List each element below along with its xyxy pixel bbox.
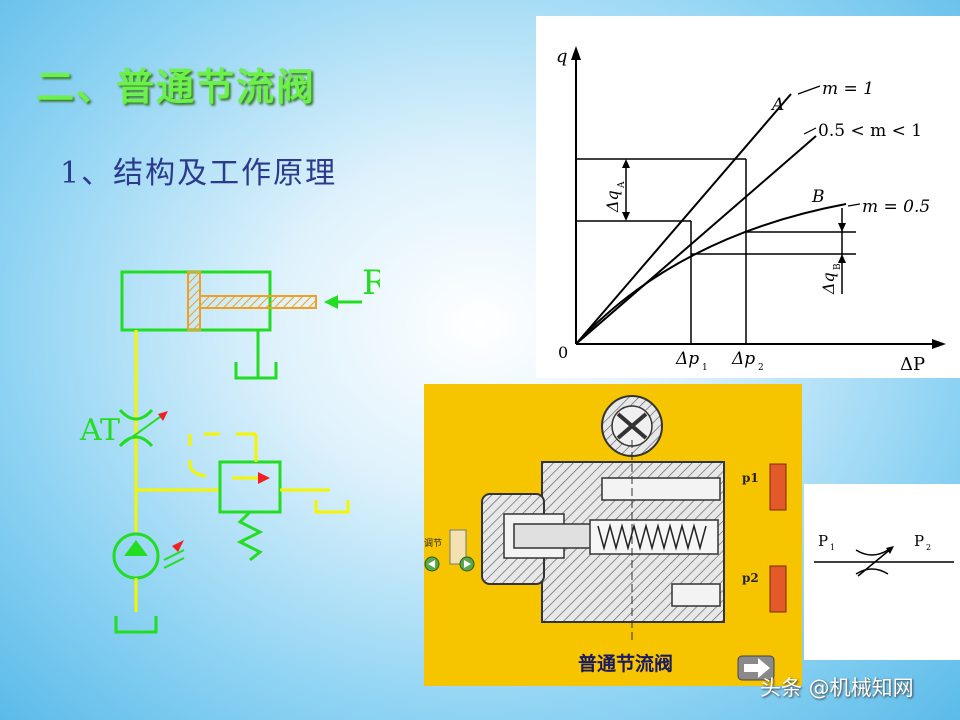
origin-label: 0	[558, 343, 568, 362]
p2-label: p2	[742, 571, 759, 585]
symbol-p1: P	[818, 532, 828, 550]
y-axis-arrow	[571, 46, 581, 60]
throttle-arrow	[119, 413, 165, 447]
valve-spring	[597, 523, 707, 551]
m05-leader	[847, 203, 861, 207]
dqb-arrow-bottom	[838, 254, 846, 263]
x-axis-label: ΔP	[900, 354, 925, 375]
dp1-sub: 1	[702, 363, 708, 373]
symbol-p2-sub: 2	[926, 543, 931, 552]
knob-cross	[616, 412, 648, 440]
m-mid-leader	[803, 127, 817, 135]
p2-gauge	[769, 565, 787, 613]
next-arrow-icon	[744, 658, 770, 678]
m1-leader	[797, 85, 821, 95]
dqa-arrow-top	[622, 159, 630, 168]
tank-2	[314, 500, 350, 514]
curve-a	[575, 93, 792, 345]
dqa-sub: A	[617, 181, 627, 189]
valve-animation-panel[interactable]: p1 p2 调节 普通节流阀	[424, 384, 802, 686]
p1-label: p1	[742, 471, 759, 485]
outlet-channel	[671, 583, 721, 607]
p1-gauge	[769, 463, 787, 511]
dqa-label: Δq	[603, 190, 622, 213]
load-label: R	[362, 263, 380, 303]
inlet-channel	[601, 477, 721, 501]
m1-label: m = 1	[822, 79, 874, 99]
pilot-line	[188, 432, 258, 478]
m-mid-label: 0.5 < m < 1	[818, 121, 922, 141]
symbol-adjust-arrow	[857, 547, 893, 577]
animation-caption: 普通节流阀	[578, 652, 673, 675]
y-axis-label: q	[556, 46, 568, 67]
adjust-slider[interactable]	[449, 529, 467, 565]
pump-shaft	[163, 549, 185, 561]
dp1-label: Δp	[675, 349, 699, 369]
symbol-throttle	[855, 549, 889, 575]
m05-label: m = 0.5	[862, 197, 930, 217]
dp2-label: Δp	[731, 349, 755, 369]
pump-adjust-arrow	[172, 540, 184, 552]
relief-valve	[218, 460, 282, 514]
spring-chamber	[589, 519, 719, 555]
tank-1	[234, 362, 278, 380]
slide-subtitle: 1、结构及工作原理	[60, 156, 338, 191]
pump-triangle	[124, 540, 148, 556]
spool-stem	[513, 523, 605, 549]
tank-3	[114, 616, 158, 634]
dqb-label: Δq	[819, 272, 838, 295]
dqb-arrow-top	[838, 223, 846, 232]
relief-valve-arrow	[258, 472, 270, 484]
throttle-arrow-head	[158, 411, 168, 421]
curve-b-label: B	[811, 187, 825, 207]
flow-pressure-graph: q ΔP 0 Δq A Δq B A B m = 1 0.5 < m < 1 m…	[536, 16, 960, 378]
load-arrow-head	[324, 295, 338, 309]
throttle-symbol-panel: P 1 P 2	[804, 484, 960, 660]
hydraulic-circuit: R AT	[79, 263, 380, 634]
cylinder-piston	[187, 271, 201, 331]
curve-mid	[575, 135, 817, 345]
watermark: 头条 @机械知网	[760, 676, 914, 700]
cylinder-rod	[199, 295, 317, 309]
slide-title: 二、普通节流阀	[36, 65, 317, 109]
right-arrow-icon	[464, 560, 471, 568]
symbol-p2: P	[914, 532, 924, 550]
pump-shaft-2	[163, 557, 185, 569]
relief-spring	[236, 510, 264, 562]
left-arrow-icon	[428, 560, 435, 568]
symbol-p1-sub: 1	[830, 543, 835, 552]
throttle-label: AT	[79, 413, 120, 448]
x-axis-arrow	[932, 339, 946, 349]
dp2-sub: 2	[758, 363, 764, 373]
dqb-sub: B	[833, 263, 843, 270]
curve-b	[575, 203, 847, 345]
dqa-arrow-bottom	[622, 212, 630, 221]
symbol-arrow-head	[886, 546, 894, 554]
curve-a-label: A	[770, 95, 784, 115]
adjust-label: 调节	[424, 538, 442, 549]
